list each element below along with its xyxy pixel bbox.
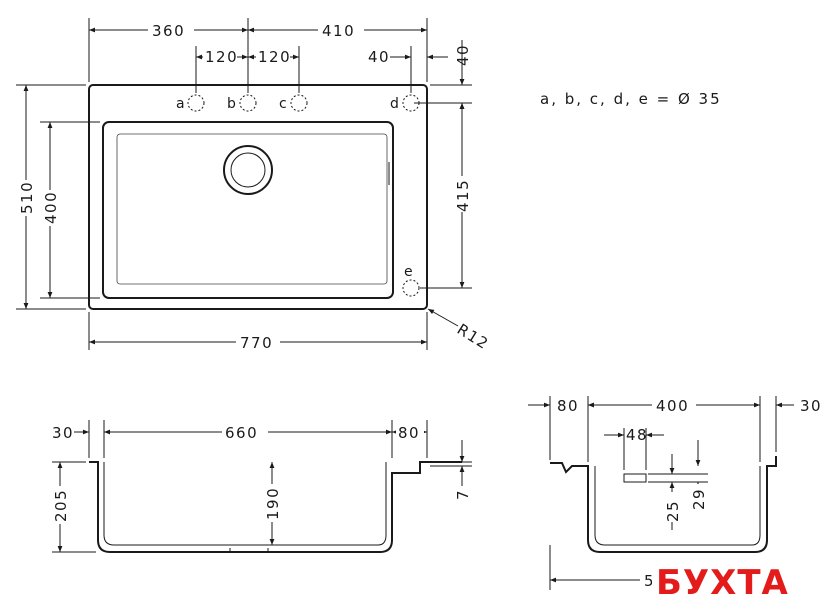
side-view: 80 400 30 48 25 29 5 (528, 396, 822, 590)
dim-205: 205 (52, 489, 70, 522)
drain (223, 145, 273, 195)
sink-outline (88, 84, 428, 310)
hole-c (290, 94, 308, 112)
dim-360: 360 (152, 22, 185, 40)
side-dim-30: 30 (800, 397, 822, 415)
hole-label-e: e (404, 264, 413, 280)
side-dim-partial-5: 5 (644, 572, 655, 590)
dim-770: 770 (240, 334, 273, 352)
side-dim-25: 25 (664, 500, 682, 522)
dim-660: 660 (225, 424, 258, 442)
dim-190: 190 (264, 487, 282, 520)
dim-120-a: 120 (205, 48, 238, 66)
hole-label-c: c (279, 96, 287, 112)
dim-510: 510 (18, 181, 36, 214)
watermark-logo: БУХТА (656, 563, 789, 603)
overflow-slot (623, 473, 647, 483)
dim-r12: R12 (454, 320, 492, 353)
hole-label-b: b (227, 96, 236, 112)
hole-label-d: d (390, 96, 399, 112)
dim-30: 30 (52, 424, 74, 442)
side-dim-400: 400 (656, 397, 689, 415)
top-view: a b c d e 360 410 120 120 40 4 (16, 18, 722, 353)
dim-120-b: 120 (258, 48, 291, 66)
dim-415: 415 (454, 179, 472, 212)
hole-b (239, 94, 257, 112)
dim-40-horizontal: 40 (368, 48, 390, 66)
dim-40-vertical: 40 (454, 44, 472, 66)
dim-80: 80 (398, 424, 420, 442)
bowl-inner-outline (116, 133, 388, 285)
side-profile-outer (550, 456, 777, 553)
section-profile-inner (103, 462, 387, 546)
side-dim-48: 48 (626, 426, 648, 444)
hole-diameter-note: a, b, c, d, e = Ø 35 (540, 90, 722, 108)
dim-410: 410 (322, 22, 355, 40)
hole-e (402, 279, 420, 297)
dim-400: 400 (42, 191, 60, 224)
hole-label-a: a (176, 96, 185, 112)
bowl-outline (102, 121, 394, 299)
dim-7: 7 (454, 489, 472, 500)
side-dim-80: 80 (557, 397, 579, 415)
section-view: 30 660 80 205 190 7 (52, 420, 472, 553)
side-profile-inner (594, 466, 761, 546)
side-dim-29: 29 (690, 488, 708, 510)
section-profile-outer (89, 461, 462, 553)
hole-a (187, 94, 205, 112)
